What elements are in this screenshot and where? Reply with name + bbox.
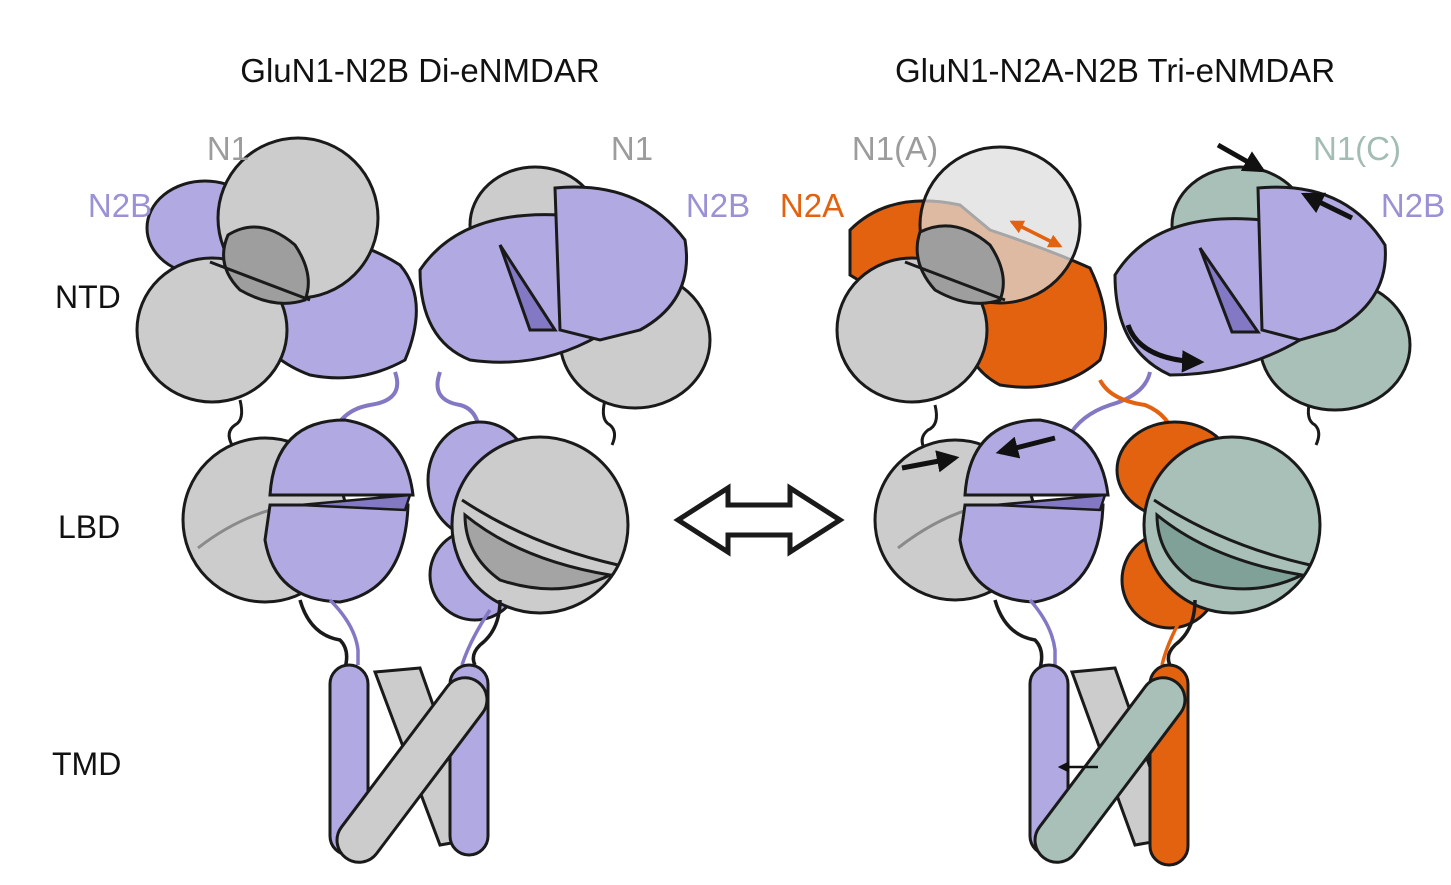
arrow-ntd-n1c-in: [1216, 142, 1266, 173]
left-label-n1-right: N1: [611, 130, 653, 167]
right-label-n1a: N1(A): [852, 130, 938, 167]
right-ntd-n2b-clamshell-upper: [1256, 185, 1387, 342]
double-headed-hollow-arrow-icon: [673, 483, 845, 557]
arrow-ntd-n2b-in: [1300, 192, 1354, 221]
left-lbd-tmd-linkers: [298, 598, 502, 669]
right-tmd-n1c-helix-diagonal: [1033, 676, 1187, 864]
region-label-lbd: LBD: [58, 509, 120, 545]
left-label-n1-left: N1: [207, 130, 249, 167]
region-label-ntd: NTD: [55, 279, 121, 315]
right-receptor: N1(A) N1(C) N2A N2B: [780, 130, 1445, 867]
right-tmd: [1028, 663, 1190, 867]
right-lbd-n2b-clamshell-upper: [963, 418, 1110, 497]
left-label-n2b-left: N2B: [88, 187, 152, 224]
left-ntd-overlap: [222, 225, 310, 305]
arrow-lbd-n1a-in: [901, 450, 960, 473]
left-ntd-n2b-clamshell-upper: [553, 185, 688, 342]
left-panel-title: GluN1-N2B Di-eNMDAR: [240, 52, 599, 89]
right-panel-title: GluN1-N2A-N2B Tri-eNMDAR: [895, 52, 1335, 89]
right-lbd-tmd-linkers: [993, 598, 1197, 669]
left-lbd-n2b-clamshell-lower: [263, 503, 410, 604]
left-lbd-n2b-clamshell-upper: [268, 418, 415, 497]
arrow-ntd-rotation: [1125, 324, 1205, 373]
right-label-n1c: N1(C): [1313, 130, 1401, 167]
left-ntd-lbd-linkers: [227, 371, 617, 446]
black-arrow-icon: [901, 142, 1354, 773]
right-label-n2b: N2B: [1381, 187, 1445, 224]
left-label-n2b-right: N2B: [686, 187, 750, 224]
left-ntd-n2b-clamshell-lower: [418, 213, 602, 364]
right-lbd-cleft: [994, 493, 1107, 512]
left-ntd-cleft: [498, 244, 558, 332]
left-tmd-n1-helix-diagonal: [335, 676, 489, 864]
left-receptor: N1 N1 N2B N2B: [88, 130, 750, 864]
region-label-tmd: TMD: [52, 746, 121, 782]
right-ntd-lbd-linkers: [920, 371, 1321, 451]
right-ntd-overlap: [915, 224, 1005, 305]
left-tmd: [328, 663, 490, 864]
right-label-n2a: N2A: [780, 187, 844, 224]
left-lbd-cleft: [299, 493, 412, 512]
right-ntd-n2b-clamshell-lower: [1113, 217, 1302, 377]
arrow-lbd-n2b-in: [995, 435, 1056, 459]
orange-double-arrow-icon: [1009, 220, 1063, 248]
right-lbd-n2b-clamshell-lower: [958, 503, 1105, 604]
right-ntd-cleft: [1198, 247, 1261, 334]
